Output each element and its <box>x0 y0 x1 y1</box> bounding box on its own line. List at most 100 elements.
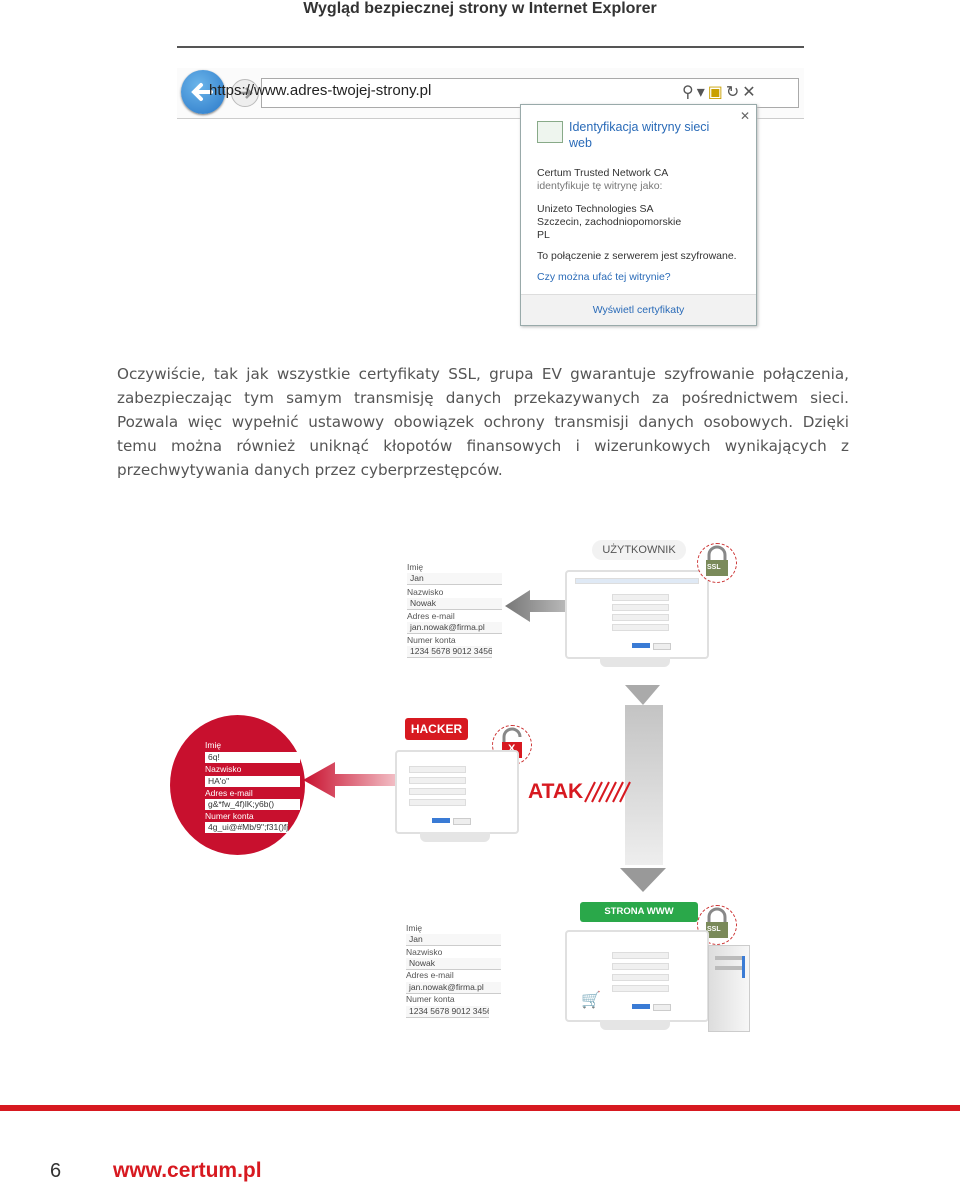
attack-label: ATAK <box>528 780 584 803</box>
monitor-stand <box>420 832 490 842</box>
trust-link[interactable]: Czy można ufać tej witrynie? <box>537 271 671 283</box>
form-value: g&*fw_4f)lK;y6b() <box>205 799 300 810</box>
back-arrow-icon <box>191 83 213 101</box>
form-value: 1234 5678 9012 3456 7 <box>406 1006 489 1018</box>
user-arrow <box>505 590 600 622</box>
server-monitor: 🛒 <box>565 930 709 1022</box>
ca-name: Certum Trusted Network CA <box>537 167 669 179</box>
lock-x-label: X <box>508 743 516 755</box>
server-form: Imię Jan Nazwisko Nowak Adres e-mail jan… <box>390 905 505 1025</box>
mini-button <box>653 1004 671 1011</box>
ssl-label: SSL <box>707 926 721 933</box>
ssl-label: SSL <box>707 564 721 571</box>
user-form: Imię Jan Nazwisko Nowak Adres e-mail jan… <box>395 540 505 660</box>
form-label: Imię <box>407 562 424 572</box>
divider <box>177 46 804 48</box>
stream-arrow-bottom <box>620 868 666 892</box>
form-value: 6q! <box>205 752 300 763</box>
browser-screenshot: https://www.adres-twojej-strony.pl ⚲▾▣↻✕… <box>177 46 804 326</box>
lock-icon[interactable]: ▣ <box>707 82 726 101</box>
encrypted-stream <box>625 705 663 865</box>
address-bar[interactable] <box>261 78 799 108</box>
mini-field <box>409 799 466 806</box>
form-label: Numer konta <box>407 635 456 645</box>
mini-button <box>432 818 450 823</box>
popup-title: Identyfikacja witryny sieci web <box>569 120 710 150</box>
form-value: 1234 5678 9012 3456 7 <box>407 646 492 658</box>
footer-divider <box>0 1105 960 1111</box>
hacker-monitor <box>395 750 519 834</box>
search-icon[interactable]: ⚲ <box>682 82 697 101</box>
monitor-stand <box>600 1020 670 1030</box>
attack-hatch <box>584 781 631 803</box>
mini-field <box>409 777 466 784</box>
form-value: Jan <box>406 934 501 946</box>
body-paragraph: Oczywiście, tak jak wszystkie certyfikat… <box>117 365 849 479</box>
mini-button <box>453 818 471 825</box>
form-value: Nowak <box>407 598 502 610</box>
org-line-1: Unizeto Technologies SA <box>537 203 654 215</box>
org-line-3: PL <box>537 229 550 241</box>
diagram-graphics <box>303 590 666 892</box>
ca-subtext: identyfikuje tę witrynę jako: <box>537 180 663 192</box>
org-line-2: Szczecin, zachodniopomorskie <box>537 216 682 228</box>
mini-field <box>409 788 466 795</box>
dropdown-icon[interactable]: ▾ <box>696 82 708 101</box>
mini-addressbar <box>575 578 699 584</box>
form-label: Adres e-mail <box>205 788 253 798</box>
user-monitor <box>565 570 709 659</box>
monitor-stand <box>600 657 670 667</box>
server-tower <box>708 945 750 1032</box>
ssl-lock-badge: SSL <box>697 905 737 945</box>
mini-field <box>409 766 466 773</box>
shopping-cart-icon: 🛒 <box>581 990 601 1009</box>
mini-button <box>632 1004 650 1009</box>
hacker-tag: HACKER <box>405 718 468 740</box>
mini-field <box>612 594 669 601</box>
server-bay <box>715 966 743 970</box>
form-label: Numer konta <box>205 811 254 821</box>
form-label: Nazwisko <box>406 947 443 957</box>
form-label: Imię <box>406 923 423 933</box>
mini-field <box>612 614 669 621</box>
padlock-icon <box>706 545 728 576</box>
form-value: Nowak <box>406 958 501 970</box>
user-tag: UŻYTKOWNIK <box>592 540 686 560</box>
popup-close-icon[interactable]: ✕ <box>739 109 750 123</box>
ssl-lock-badge: SSL <box>697 543 737 583</box>
encrypted-text: To połączenie z serwerem jest szyfrowane… <box>537 250 737 262</box>
back-button[interactable] <box>181 70 225 114</box>
form-label: Imię <box>205 740 222 750</box>
form-label: Adres e-mail <box>407 611 455 621</box>
hacker-arrow <box>303 762 400 798</box>
form-label: Adres e-mail <box>406 970 454 980</box>
mini-field <box>612 963 669 970</box>
mini-button <box>632 643 650 648</box>
page-number: 6 <box>50 1160 62 1182</box>
mini-field <box>612 974 669 981</box>
server-bay <box>715 956 743 960</box>
mini-button <box>653 643 671 650</box>
form-value: 4g_ui@#Mb/9";f31()fj <box>205 822 288 833</box>
page-title: Wygląd bezpiecznej strony w Internet Exp… <box>303 0 657 17</box>
mini-field <box>612 604 669 611</box>
address-bar-icons: ⚲▾▣↻✕ <box>682 82 759 101</box>
mini-field <box>612 985 669 992</box>
server-tag: STRONA WWW (SERWER) <box>580 902 698 937</box>
form-value: jan.nowak@firma.pl <box>407 622 502 634</box>
forward-arrow-icon <box>239 87 253 99</box>
padlock-icon <box>706 907 728 938</box>
server-led <box>742 956 745 978</box>
site-link[interactable]: www.certum.pl <box>113 1159 262 1182</box>
form-label: Nazwisko <box>205 764 242 774</box>
mini-field <box>612 952 669 959</box>
form-label: Numer konta <box>406 994 455 1004</box>
address-text: https://www.adres-twojej-strony.pl <box>209 82 432 99</box>
close-icon[interactable]: ✕ <box>742 82 759 101</box>
form-label: Nazwisko <box>407 587 444 597</box>
refresh-icon[interactable]: ↻ <box>725 82 743 101</box>
forward-button[interactable] <box>231 79 259 107</box>
form-value: jan.nowak@firma.pl <box>406 982 501 994</box>
view-certificates-link[interactable]: Wyświetl certyfikaty <box>521 294 756 325</box>
hacker-form: Imię 6q! Nazwisko HA'o" Adres e-mail g&*… <box>170 715 305 855</box>
